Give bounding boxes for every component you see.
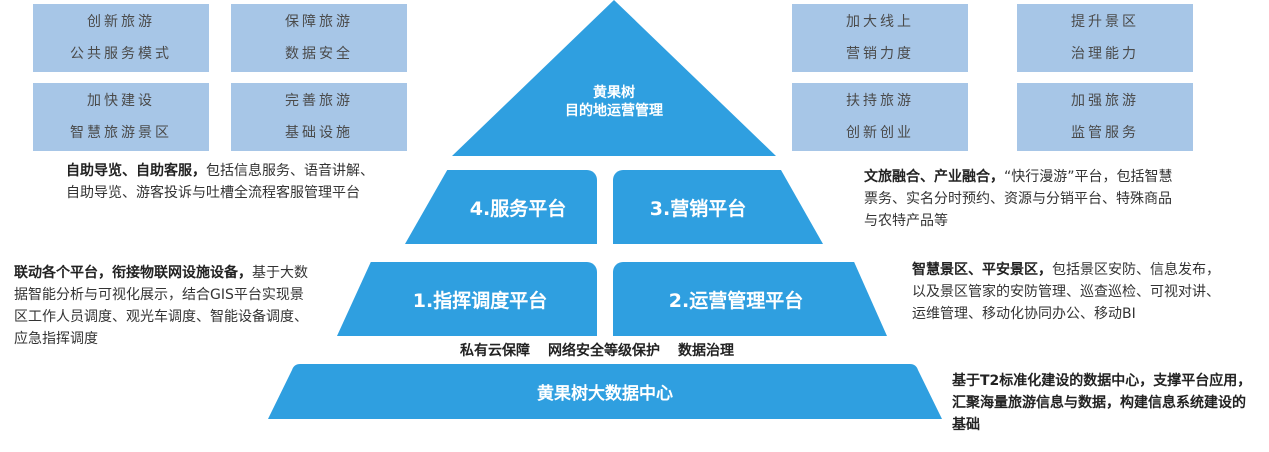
operations-description-bold: 智慧景区、平安景区， [912,262,1052,278]
operations-platform-block: 2.运营管理平台 [613,262,887,336]
goal-box-line2: 数据安全 [285,46,353,62]
marketing-description-text: “快行漫游”平台，包括智慧票务、实名分时预约、资源与分销平台、特殊商品与农特产品… [864,169,1173,229]
goal-box-line1: 提升景区 [1071,14,1139,30]
goal-box-line2: 基础设施 [285,125,353,141]
operations-description-text: 包括景区安防、信息发布，以及景区管家的安防管理、巡查巡检、可视对讲、运维管理、移… [912,262,1220,322]
goal-box-line1: 创新旅游 [87,14,155,30]
goal-box-line1: 扶持旅游 [846,93,914,109]
command-description-bold: 联动各个平台，衔接物联网设施设备， [14,265,252,281]
command-platform-label: 1.指挥调度平台 [412,289,548,312]
data-center-block: 黄果树大数据中心 [268,364,942,419]
goal-box-line1: 加大线上 [846,14,914,30]
goal-box-line2: 营销力度 [846,46,914,62]
goal-box-smart-scenic: 加快建设 智慧旅游景区 [33,83,209,151]
goal-box-line2: 治理能力 [1071,46,1139,62]
support-items: 私有云保障 网络安全等级保护 数据治理 [460,340,790,360]
apex-label: 黄果树 目的地运营管理 [452,84,776,120]
data-center-description: 基于T2标准化建设的数据中心，支撑平台应用，汇聚海量旅游信息与数据，构建信息系统… [952,370,1257,436]
goal-box-infrastructure: 完善旅游 基础设施 [231,83,407,151]
marketing-platform-label: 3.营销平台 [649,197,747,220]
marketing-platform-block: 3.营销平台 [613,170,823,244]
operations-description: 智慧景区、平安景区，包括景区安防、信息发布，以及景区管家的安防管理、巡查巡检、可… [912,259,1232,325]
goal-box-line1: 加强旅游 [1071,93,1139,109]
support-item-private-cloud: 私有云保障 [460,343,530,359]
service-platform-label: 4.服务平台 [469,197,567,220]
service-description-bold: 自助导览、自助客服， [66,163,206,179]
goal-box-entrepreneurship: 扶持旅游 创新创业 [792,83,968,151]
apex-label-line2: 目的地运营管理 [565,103,663,119]
goal-box-online-marketing: 加大线上 营销力度 [792,4,968,72]
goal-box-innovate-service: 创新旅游 公共服务模式 [33,4,209,72]
apex-label-line1: 黄果树 [593,85,635,101]
goal-box-governance: 提升景区 治理能力 [1017,4,1193,72]
command-description-text: 基于大数据智能分析与可视化展示，结合GIS平台实现景区工作人员调度、观光车调度、… [14,265,308,347]
support-item-data-governance: 数据治理 [678,343,734,359]
command-description: 联动各个平台，衔接物联网设施设备，基于大数据智能分析与可视化展示，结合GIS平台… [14,262,316,350]
data-center-label: 黄果树大数据中心 [537,384,673,404]
goal-box-line2: 智慧旅游景区 [70,125,172,141]
goal-box-line2: 创新创业 [846,125,914,141]
service-platform-block: 4.服务平台 [405,170,597,244]
goal-box-line1: 完善旅游 [285,93,353,109]
service-description: 自助导览、自助客服，包括信息服务、语音讲解、自助导览、游客投诉与吐槽全流程客服管… [66,160,376,204]
goal-box-supervision: 加强旅游 监管服务 [1017,83,1193,151]
service-description-text: 包括信息服务、语音讲解、自助导览、游客投诉与吐槽全流程客服管理平台 [66,163,374,201]
marketing-description: 文旅融合、产业融合，“快行漫游”平台，包括智慧票务、实名分时预约、资源与分销平台… [864,166,1184,232]
goal-box-line2: 公共服务模式 [70,46,172,62]
data-center-description-bold: 基于T2标准化建设的数据中心，支撑平台应用，汇聚海量旅游信息与数据，构建信息系统… [952,373,1252,433]
command-platform-block: 1.指挥调度平台 [337,262,597,336]
apex-triangle-shape [452,0,776,156]
marketing-description-bold: 文旅融合、产业融合， [864,169,1004,185]
data-center-shape [268,364,942,419]
goal-box-line2: 监管服务 [1071,125,1139,141]
support-item-network-security: 网络安全等级保护 [548,343,660,359]
operations-platform-label: 2.运营管理平台 [668,289,804,312]
goal-box-data-security: 保障旅游 数据安全 [231,4,407,72]
pyramid-apex: 黄果树 目的地运营管理 [452,0,776,156]
goal-box-line1: 加快建设 [87,93,155,109]
goal-box-line1: 保障旅游 [285,14,353,30]
